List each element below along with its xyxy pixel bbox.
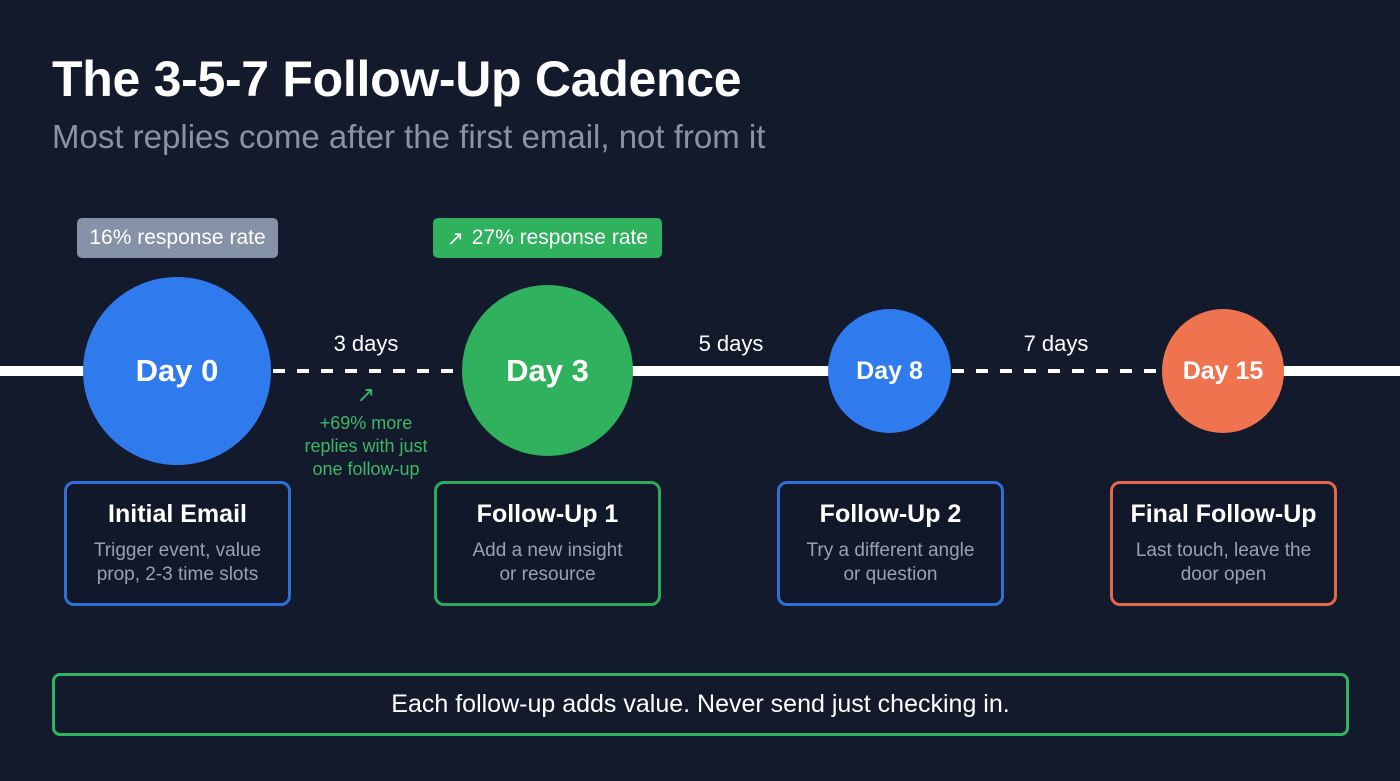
- step-circle-day-3: Day 3: [462, 285, 633, 456]
- note-line: replies with just: [304, 436, 428, 456]
- response-rate-badge-day3: ↗ 27% response rate: [433, 218, 662, 258]
- card-desc-line: prop, 2-3 time slots: [96, 564, 259, 585]
- gap-label-3-days: 3 days: [333, 331, 399, 356]
- step-label: Day 3: [506, 352, 589, 388]
- trend-up-arrow-icon: ↗: [446, 227, 464, 250]
- card-title: Follow-Up 2: [819, 500, 962, 528]
- note-line: one follow-up: [312, 459, 420, 479]
- response-rate-badge-day0: 16% response rate: [77, 218, 278, 258]
- note-line: +69% more: [319, 413, 413, 433]
- card-description: Try a different angle or question: [780, 539, 1001, 587]
- trend-up-arrow-icon: ↗: [356, 382, 376, 407]
- step-card-initial-email: Initial Email Trigger event, value prop,…: [64, 481, 291, 606]
- page-subtitle: Most replies come after the first email,…: [52, 118, 766, 155]
- step-card-final-follow-up: Final Follow-Up Last touch, leave the do…: [1110, 481, 1337, 606]
- step-card-follow-up-1: Follow-Up 1 Add a new insight or resourc…: [434, 481, 661, 606]
- gap-label-7-days: 7 days: [1023, 331, 1089, 356]
- step-card-follow-up-2: Follow-Up 2 Try a different angle or que…: [777, 481, 1004, 606]
- card-title: Final Follow-Up: [1130, 500, 1317, 528]
- card-title: Initial Email: [108, 500, 247, 528]
- follow-up-impact-note: ↗ +69% more replies with just one follow…: [304, 382, 427, 481]
- step-circle-day-8: Day 8: [828, 309, 951, 433]
- timeline-gap-dashed-3: [952, 369, 1162, 373]
- card-desc-line: or resource: [499, 564, 596, 585]
- card-description: Last touch, leave the door open: [1113, 539, 1334, 587]
- step-label: Day 15: [1182, 356, 1264, 385]
- card-desc-line: Trigger event, value: [93, 540, 262, 561]
- card-desc-line: Try a different angle: [806, 540, 975, 561]
- timeline-gap-dashed-1: [273, 369, 463, 373]
- page-title: The 3-5-7 Follow-Up Cadence: [52, 51, 742, 107]
- step-label: Day 0: [135, 353, 219, 388]
- timeline-gap-solid-2: [630, 366, 832, 376]
- badge-label: 16% response rate: [89, 226, 266, 249]
- step-label: Day 8: [856, 356, 923, 385]
- card-description: Add a new insight or resource: [437, 539, 658, 587]
- card-title: Follow-Up 1: [476, 500, 619, 528]
- card-description: Trigger event, value prop, 2-3 time slot…: [67, 539, 288, 587]
- card-desc-line: door open: [1180, 564, 1267, 585]
- card-desc-line: Last touch, leave the: [1135, 540, 1312, 561]
- badge-label: 27% response rate: [471, 226, 649, 249]
- key-takeaway-banner: Each follow-up adds value. Never send ju…: [52, 673, 1349, 736]
- step-circle-day-0: Day 0: [83, 277, 271, 465]
- timeline-line-end: [1280, 366, 1400, 376]
- step-circle-day-15: Day 15: [1162, 309, 1284, 433]
- timeline-line-start: [0, 366, 90, 376]
- gap-label-5-days: 5 days: [698, 331, 764, 356]
- takeaway-text: Each follow-up adds value. Never send ju…: [391, 690, 1010, 718]
- card-desc-line: Add a new insight: [472, 540, 623, 561]
- card-desc-line: or question: [843, 564, 938, 585]
